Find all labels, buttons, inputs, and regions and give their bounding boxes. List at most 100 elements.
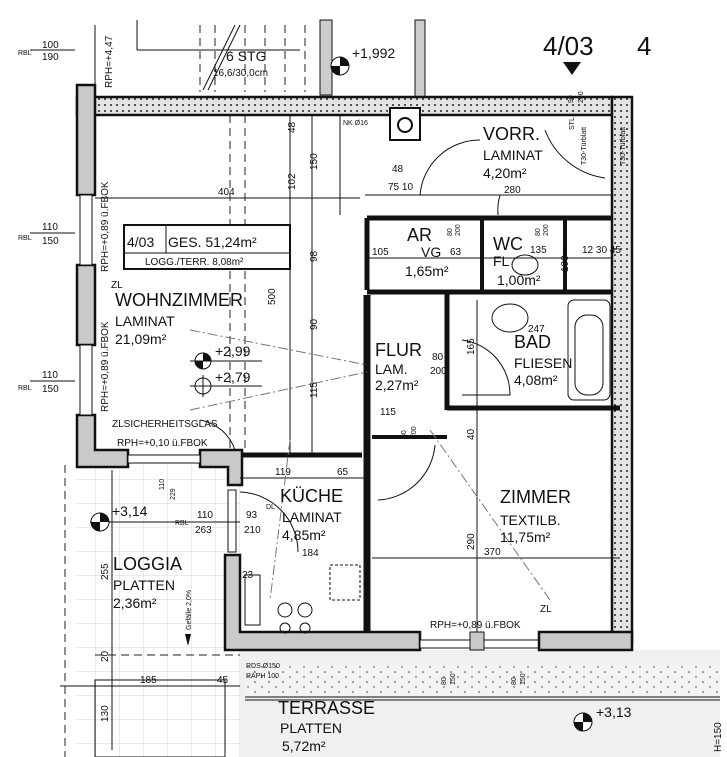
west-wall-1	[75, 83, 97, 197]
door-swing-vorraum	[419, 139, 481, 196]
dim: 150	[450, 673, 457, 685]
dim: 404	[218, 187, 235, 198]
fridge	[244, 574, 261, 626]
dim: 110	[197, 510, 213, 521]
rph-wall-2: RPH=+0,89 ü.FBOK	[100, 321, 111, 412]
dim: 48	[392, 164, 404, 175]
level-top: +2,99	[215, 343, 251, 359]
west-wall-2	[75, 263, 97, 347]
room-wc-area: 1,00m²	[497, 272, 541, 288]
loggia-corner-wall	[198, 448, 244, 487]
room-wohnzimmer-area: 21,09m²	[115, 331, 167, 347]
room-zimmer-area: 11,75m²	[500, 529, 551, 545]
room-bad-area: 4,08m²	[514, 372, 558, 388]
dim: 200	[411, 426, 418, 438]
area-box-total: GES. 51,24m²	[168, 234, 257, 250]
dim: 229	[170, 488, 177, 500]
room-terrasse-name: TERRASSE	[278, 698, 375, 718]
dim: 105	[372, 247, 389, 258]
dim: 200	[430, 366, 447, 377]
dim: 165	[466, 338, 477, 355]
dim: 40	[466, 428, 477, 440]
room-terrasse-floor: PLATTEN	[280, 720, 342, 736]
entrance-arrow-icon	[563, 62, 581, 75]
neighbor-unit-number: 4	[637, 31, 651, 61]
south-wall-2	[537, 630, 634, 652]
window-south-1	[419, 639, 471, 649]
room-loggia-floor: PLATTEN	[113, 577, 175, 593]
stairs-steps: 6 STG	[226, 48, 266, 64]
dim: 255	[100, 563, 111, 580]
dim: 48	[287, 121, 298, 133]
room-zimmer-name: ZIMMER	[500, 487, 571, 507]
dim: 20	[100, 650, 111, 662]
room-flur-area: 2,27m²	[375, 377, 419, 393]
window-west-2	[79, 344, 93, 416]
dim: 110	[159, 479, 166, 490]
level-marker-loggia	[90, 512, 110, 532]
dim: 190	[42, 52, 59, 63]
room-vorraum-name: VORR.	[483, 124, 540, 144]
room-ar-floor: VG	[421, 244, 441, 260]
raph-note: RAPH 100	[246, 673, 279, 680]
room-kueche-name: KÜCHE	[280, 486, 343, 506]
dim: 45	[217, 675, 229, 686]
dim: 263	[195, 525, 212, 536]
glass-note: ZLSICHERHEITSGLAS	[112, 419, 218, 430]
dim: 100	[42, 40, 59, 51]
room-terrasse-area: 5,72m²	[282, 738, 326, 754]
kitchen-door-glass	[227, 489, 237, 553]
level-marker-terrasse	[573, 712, 593, 732]
rph-floor: RPH=+0,10 ü.FBOK	[117, 438, 208, 449]
dim: 80	[511, 677, 518, 685]
dim: 150	[42, 236, 59, 247]
dim: 90	[568, 95, 575, 103]
dim: 210	[244, 525, 261, 536]
washbasin	[491, 303, 529, 333]
nk-note: NK Ø16	[343, 120, 368, 127]
south-wall-1	[223, 553, 422, 652]
dl-note: DL	[266, 504, 275, 511]
dim: 80	[401, 430, 408, 438]
dim: 98	[309, 250, 320, 262]
rbl-1: RBL	[18, 50, 32, 57]
room-wc-name: WC	[493, 234, 523, 254]
stove-burner	[277, 602, 293, 618]
door-swing-kueche	[239, 491, 299, 553]
unit-area-box: 4/03 GES. 51,24m² LOGG./TERR. 8,08m²	[123, 224, 291, 270]
dim: 80	[432, 352, 444, 363]
dim: 23	[242, 570, 254, 581]
rds-note: RDS Ø150	[246, 663, 280, 670]
dim: 90	[309, 318, 320, 330]
dim: 247	[528, 324, 545, 335]
window-west-1	[79, 194, 93, 266]
level-marker-wohnzimmer	[190, 352, 262, 397]
dim: 80	[447, 228, 454, 236]
dim: 185	[140, 675, 157, 686]
dim: 115	[380, 407, 396, 418]
dim: 65	[337, 467, 349, 478]
rbl-3: RBL	[18, 385, 32, 392]
dim: 370	[484, 547, 501, 558]
window-south-2	[483, 639, 540, 649]
dim: 102	[287, 173, 298, 190]
rbl-4: RBL	[175, 520, 189, 527]
room-vorraum-floor: LAMINAT	[483, 147, 543, 163]
dim: 200	[578, 91, 585, 103]
level-marker-stairs	[330, 56, 350, 76]
room-terrasse-level: +3,13	[596, 704, 632, 720]
dim: 80	[441, 677, 448, 685]
room-wohnzimmer-floor: LAMINAT	[115, 313, 175, 329]
east-wall	[610, 95, 634, 644]
door-swing-zimmer	[377, 444, 436, 501]
gravel-strip	[245, 665, 720, 695]
dim: 150	[42, 384, 59, 395]
level-bottom: +2,79	[215, 369, 251, 385]
dim: 150	[309, 153, 320, 170]
loggia-slope: Gefälle 2,0%	[186, 590, 193, 630]
room-bad-floor: FLIESEN	[514, 355, 572, 371]
door-rating-1: T30-Türblatt	[581, 127, 588, 165]
door-swing-bad	[461, 339, 511, 396]
room-flur-name: FLUR	[375, 340, 422, 360]
